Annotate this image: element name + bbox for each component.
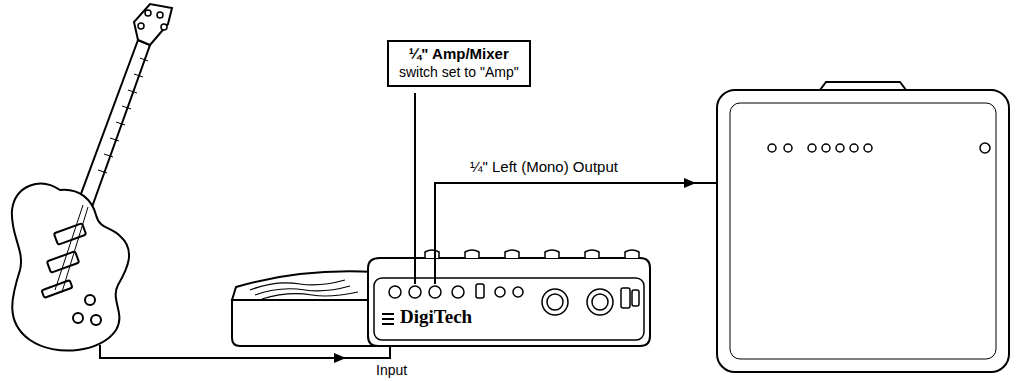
output-arrow bbox=[640, 182, 695, 184]
guitar bbox=[12, 4, 172, 351]
multi-effects-unit bbox=[368, 250, 650, 346]
input-arrow bbox=[300, 357, 345, 359]
guitar-amplifier bbox=[717, 82, 1009, 372]
input-label: Input bbox=[376, 362, 407, 378]
input-cable bbox=[100, 292, 390, 358]
output-label: ¼" Left (Mono) Output bbox=[470, 158, 618, 175]
expression-pedal bbox=[232, 271, 375, 346]
brand-logo: DigiTech bbox=[400, 306, 472, 328]
callout-body: switch set to "Amp" bbox=[399, 64, 519, 82]
leader-line bbox=[414, 93, 416, 284]
callout-box: ¼" Amp/Mixerswitch set to "Amp" bbox=[387, 40, 531, 87]
callout-heading: ¼" Amp/Mixer bbox=[399, 45, 519, 64]
